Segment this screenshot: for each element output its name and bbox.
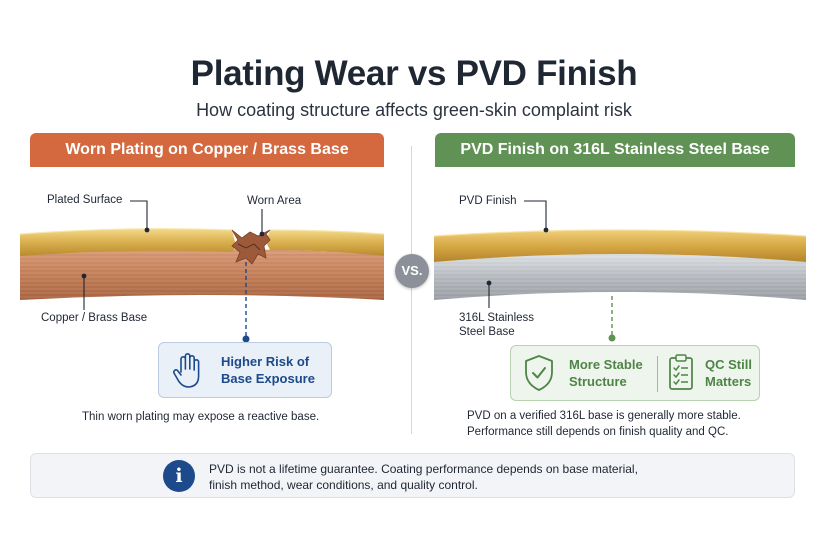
left-panel-banner: Worn Plating on Copper / Brass Base [30, 133, 384, 167]
more-stable-line2: Structure [569, 374, 627, 389]
pvd-finish-layer [434, 230, 806, 262]
page-title: Plating Wear vs PVD Finish [190, 54, 638, 93]
more-stable-line1: More Stable [569, 357, 643, 372]
pvd-finish-label: PVD Finish [459, 195, 517, 207]
info-line2: finish method, wear conditions, and qual… [209, 478, 478, 492]
worn-area-label: Worn Area [247, 195, 302, 207]
panel-divider [411, 146, 412, 434]
info-note-panel: i PVD is not a lifetime guarantee. Coati… [30, 453, 795, 498]
callout-divider [657, 356, 658, 392]
worn-area-damage [231, 229, 271, 265]
clipboard-checklist-icon [669, 354, 693, 390]
left-caption: Thin worn plating may expose a reactive … [82, 411, 320, 423]
right-panel-banner: PVD Finish on 316L Stainless Steel Base [435, 133, 795, 167]
higher-risk-callout: Higher Risk of Base Exposure [158, 342, 332, 398]
plated-surface-label: Plated Surface [47, 194, 123, 206]
vs-badge: VS. [395, 254, 429, 288]
plated-surface-layer [20, 228, 236, 256]
copper-brass-base-label: Copper / Brass Base [41, 312, 148, 324]
right-caption-line2: Performance still depends on finish qual… [467, 426, 729, 438]
qc-matters-line1: QC Still [705, 357, 752, 372]
shield-check-icon [525, 355, 553, 391]
higher-risk-line2: Base Exposure [221, 371, 315, 386]
higher-risk-line1: Higher Risk of [221, 354, 310, 369]
qc-matters-line2: Matters [705, 374, 752, 389]
steel-base-label-line2: Steel Base [459, 326, 515, 338]
stability-callout: More Stable Structure QC Still Matters [510, 345, 760, 401]
info-line1: PVD is not a lifetime guarantee. Coating… [209, 462, 638, 476]
page-subtitle: How coating structure affects green-skin… [196, 100, 632, 120]
hand-icon [173, 353, 200, 388]
info-icon: i [163, 460, 195, 492]
right-caption-line1: PVD on a verified 316L base is generally… [467, 410, 741, 422]
steel-base-label-line1: 316L Stainless [459, 312, 535, 324]
